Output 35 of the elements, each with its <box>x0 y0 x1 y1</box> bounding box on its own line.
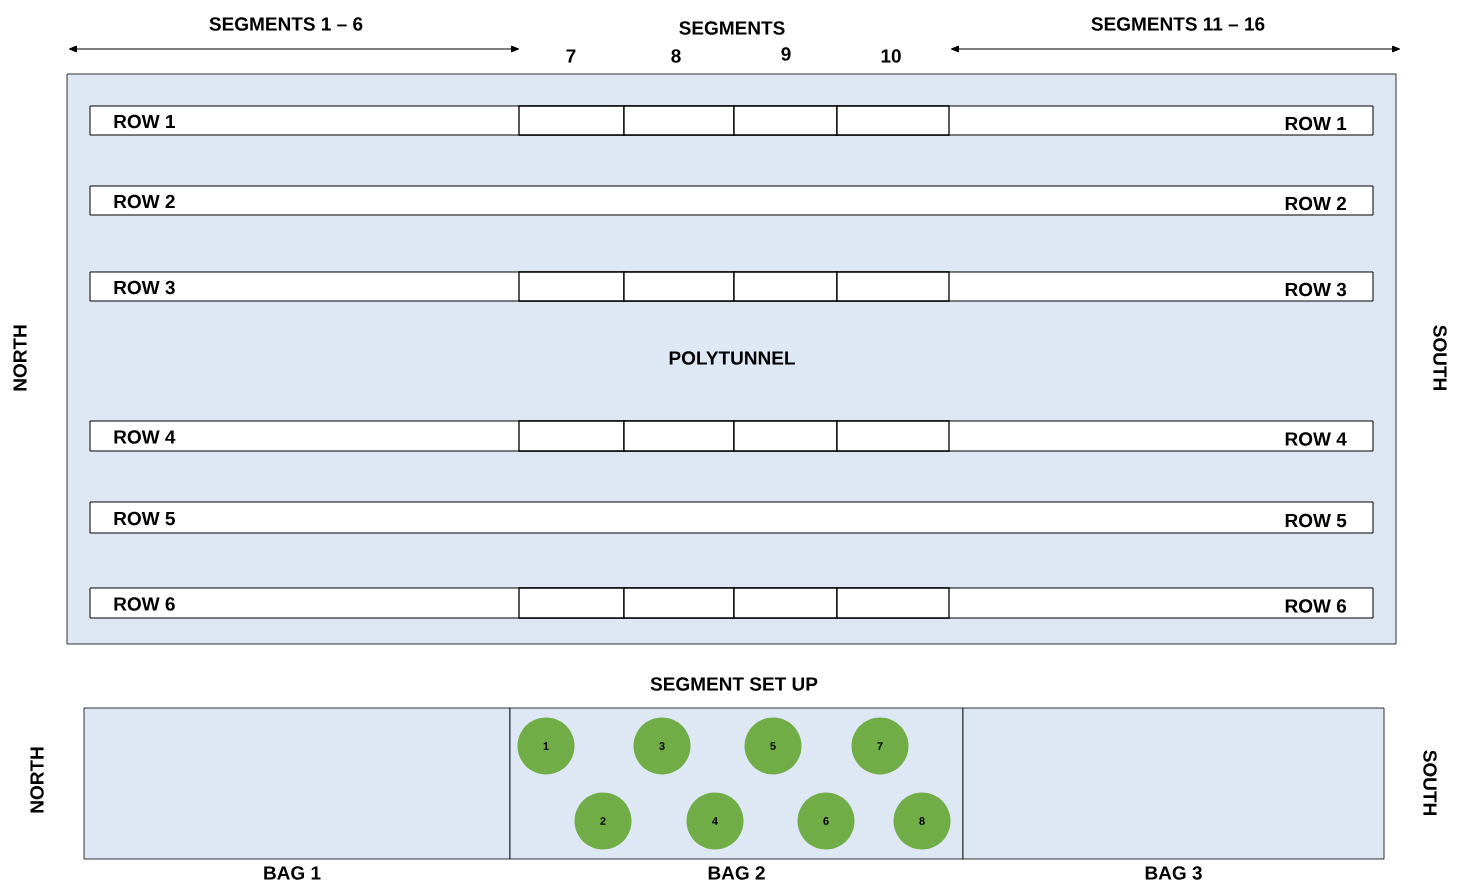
row-strip: ROW 2 ROW 2 <box>89 185 1374 216</box>
label-text: SEGMENTS <box>679 21 785 35</box>
segment-cell <box>518 420 625 452</box>
node-label: BAG 1 <box>264 866 321 880</box>
segment-cell <box>623 105 735 136</box>
segment-cell <box>623 587 735 619</box>
segment-cell <box>623 420 735 452</box>
label-text: NORTH <box>30 747 44 813</box>
segment-cell <box>836 105 950 136</box>
segment-cell <box>733 420 838 452</box>
segment-cell <box>733 271 838 302</box>
segment-cell <box>836 587 950 619</box>
label-text: SEGMENT SET UP <box>650 677 818 691</box>
segment-cell <box>836 420 950 452</box>
label-text: SEGMENTS 1 – 6 <box>209 17 363 31</box>
segment-cell <box>518 105 625 136</box>
segment-cell <box>733 587 838 619</box>
segment-cell <box>733 105 838 136</box>
bag-box: BAG 1 <box>83 707 511 880</box>
node-label: BAG 3 <box>1145 866 1202 880</box>
label-text: 10 <box>881 49 901 63</box>
segment-cell <box>836 271 950 302</box>
label-text: 9 <box>781 47 791 61</box>
label-text: 8 <box>671 49 681 63</box>
label-text: SOUTH <box>1433 325 1447 390</box>
label-text: SOUTH <box>1423 750 1437 815</box>
label-text: NORTH <box>13 325 27 391</box>
bag-box: BAG 3 <box>962 707 1385 880</box>
label-text: 7 <box>566 49 576 63</box>
segment-cell <box>518 271 625 302</box>
label-text: SEGMENTS 11 – 16 <box>1091 17 1265 31</box>
node-label: BAG 2 <box>708 866 765 880</box>
segment-cell <box>518 587 625 619</box>
row-strip: ROW 5 ROW 5 <box>89 501 1374 534</box>
segment-cell <box>623 271 735 302</box>
